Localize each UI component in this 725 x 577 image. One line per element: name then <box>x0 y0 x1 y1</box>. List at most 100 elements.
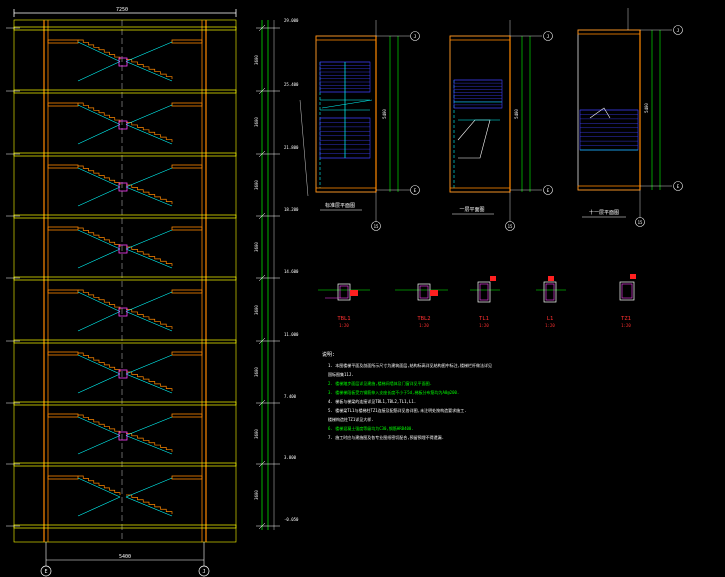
stair-flight-a <box>78 39 121 60</box>
plan-first-floor: 5400 J E 15 一层平面图 <box>449 20 553 231</box>
axis-bubble-j: J <box>198 565 210 577</box>
stair-slab-line <box>125 61 173 82</box>
stair-flights <box>77 39 173 517</box>
stair-slab-line <box>125 416 173 436</box>
note-line-1: 1. 本图楼梯平面及剖面所示尺寸为建筑面层,结构标高详见结构图中标注,楼梯栏杆做… <box>328 362 492 368</box>
stair-section: 7250 <box>6 7 237 577</box>
notes-heading: 说明: <box>322 351 335 358</box>
floor-height-label-4: 3600 <box>254 242 259 252</box>
plan1-title: 标准层平面图 <box>325 202 355 209</box>
plan3-axis-e-text: E <box>677 184 680 190</box>
stair-flight-a <box>78 227 121 247</box>
level-mark-9: -0.050 <box>284 517 299 522</box>
stair-flight-b <box>126 59 173 79</box>
stair-slab-line <box>125 354 173 375</box>
stair-slab-line <box>125 167 173 188</box>
stair-flight-a <box>78 475 121 495</box>
level-mark-3: 21.800 <box>284 145 299 150</box>
note-line-6: 5. 楼梯梁TL1与楼梯柱TZ1连接及配筋详见各详图,未注明处按构造要求施工. <box>328 407 467 413</box>
plan-eleventh-floor: 5400 J E 15 十一层平面图 <box>577 8 683 227</box>
stair-slab-line <box>77 61 121 82</box>
detail-l1-scale: 1:20 <box>545 323 555 328</box>
detail-tbl2-label: TBL2 <box>417 316 430 322</box>
floor-slabs <box>13 26 237 529</box>
plan3-dimension: 5400 <box>644 103 649 113</box>
stair-slab-line <box>125 291 173 312</box>
stair-slab-line <box>77 186 121 207</box>
detail-tl1: TL1 1:20 <box>470 276 500 328</box>
detail-tbl2-scale: 1:20 <box>419 323 429 328</box>
plan3-axis-bottom-text: 15 <box>638 220 643 225</box>
level-tick-slash <box>258 274 266 282</box>
plan1-axis-j-text: J <box>414 34 417 40</box>
plan3-title: 十一层平面图 <box>589 209 619 216</box>
level-tick-slash <box>258 212 266 220</box>
plan2-axis-j-text: J <box>547 34 550 40</box>
section-top-dimension-text: 7250 <box>116 7 128 13</box>
level-mark-7: 7.400 <box>284 394 297 399</box>
detail-tbl1: TBL1 1:20 <box>318 283 370 328</box>
plan1-axis-j: J <box>410 31 420 41</box>
detail-tbl1-scale: 1:20 <box>339 323 349 328</box>
detail-tl1-label: TL1 <box>479 316 489 322</box>
stair-slab-line <box>77 435 121 455</box>
stair-flight-b <box>126 371 173 391</box>
note-line-7: 楼梯构造柱TZ1详见大样. <box>328 416 374 422</box>
stair-slab-line <box>125 124 173 145</box>
floor-height-label-2: 3600 <box>254 117 259 127</box>
section-bottom-dimension-text: 5400 <box>119 554 131 560</box>
stair-slab-line <box>77 373 121 394</box>
note-line-5: 4. 梯板与梯梁的连接详见TBL1,TBL2,TL1,L1. <box>328 398 416 404</box>
stair-flight-a <box>78 414 121 434</box>
stair-flight-a <box>78 289 121 310</box>
axis-bubble-e: E <box>40 565 52 577</box>
level-mark-4: 18.200 <box>284 207 299 212</box>
level-mark-8: 3.800 <box>284 455 297 460</box>
level-dimension-column: 3600 3600 3600 3600 3600 3600 3600 3600 … <box>254 18 299 530</box>
floor-height-label-1: 3600 <box>254 55 259 65</box>
level-tick-slash <box>258 150 266 158</box>
axis-bubble-j-text: J <box>202 569 205 575</box>
stair-slab-line <box>125 477 173 498</box>
section-top-dimension: 7250 <box>13 7 237 17</box>
note-line-8: 6. 楼梯混凝土强度等级均为C30,钢筋HRB400. <box>328 425 414 431</box>
detail-l1: L1 1:20 <box>536 276 566 328</box>
plan3-axis-j: J <box>673 25 683 35</box>
detail-tz1: TZ1 1:20 <box>619 274 636 328</box>
note-line-4: 3. 楼梯梯段板受力钢筋伸入支座长度不小于5d,梯板分布筋均为A8@200. <box>328 389 459 395</box>
stair-slab-line <box>125 435 173 455</box>
stair-slab-line <box>77 248 121 269</box>
stair-flight-b <box>126 433 173 452</box>
plan2-dimension: 5400 <box>514 109 519 119</box>
section-bottom-dimension: 5400 <box>45 542 205 566</box>
stair-slab-line <box>125 311 173 332</box>
plan1-axis-bottom-text: 15 <box>374 224 379 229</box>
floor-height-label-6: 3600 <box>254 367 259 377</box>
plan2-axis-e: E <box>543 185 553 195</box>
stair-slab-line <box>125 41 173 62</box>
level-tick-slash <box>258 337 266 345</box>
plan-standard-floor: 5400 J E 15 标准层平面图 <box>299 20 420 231</box>
stair-slab-line <box>77 124 121 145</box>
note-line-3: 2. 楼梯踏步面层详见建施,楼梯间墙体及门窗详见平面图. <box>328 380 432 386</box>
landing-slabs <box>47 39 203 480</box>
level-tick-slash <box>258 87 266 95</box>
detail-tbl1-label: TBL1 <box>337 316 350 322</box>
stair-slab-line <box>125 496 173 517</box>
stair-slab-line <box>125 104 173 125</box>
general-notes: 说明: 1. 本图楼梯平面及剖面所示尺寸为建筑面层,结构标高详见结构图中标注,楼… <box>322 351 492 440</box>
stair-slab-line <box>77 416 121 436</box>
stair-flight-a <box>78 352 121 372</box>
plan1-dimension: 5400 <box>382 109 387 119</box>
stair-flight-a <box>78 165 121 185</box>
plan2-axis-j: J <box>543 31 553 41</box>
plan1-axis-bottom: 15 <box>371 221 381 231</box>
level-tick-slash <box>258 460 266 468</box>
stair-slab-line <box>125 186 173 207</box>
stair-flight-b <box>126 309 173 329</box>
stair-flight-b <box>126 122 173 142</box>
plan1-axis-e-text: E <box>414 188 417 194</box>
level-tick-slash <box>258 24 266 32</box>
floor-height-label-3: 3600 <box>254 180 259 190</box>
